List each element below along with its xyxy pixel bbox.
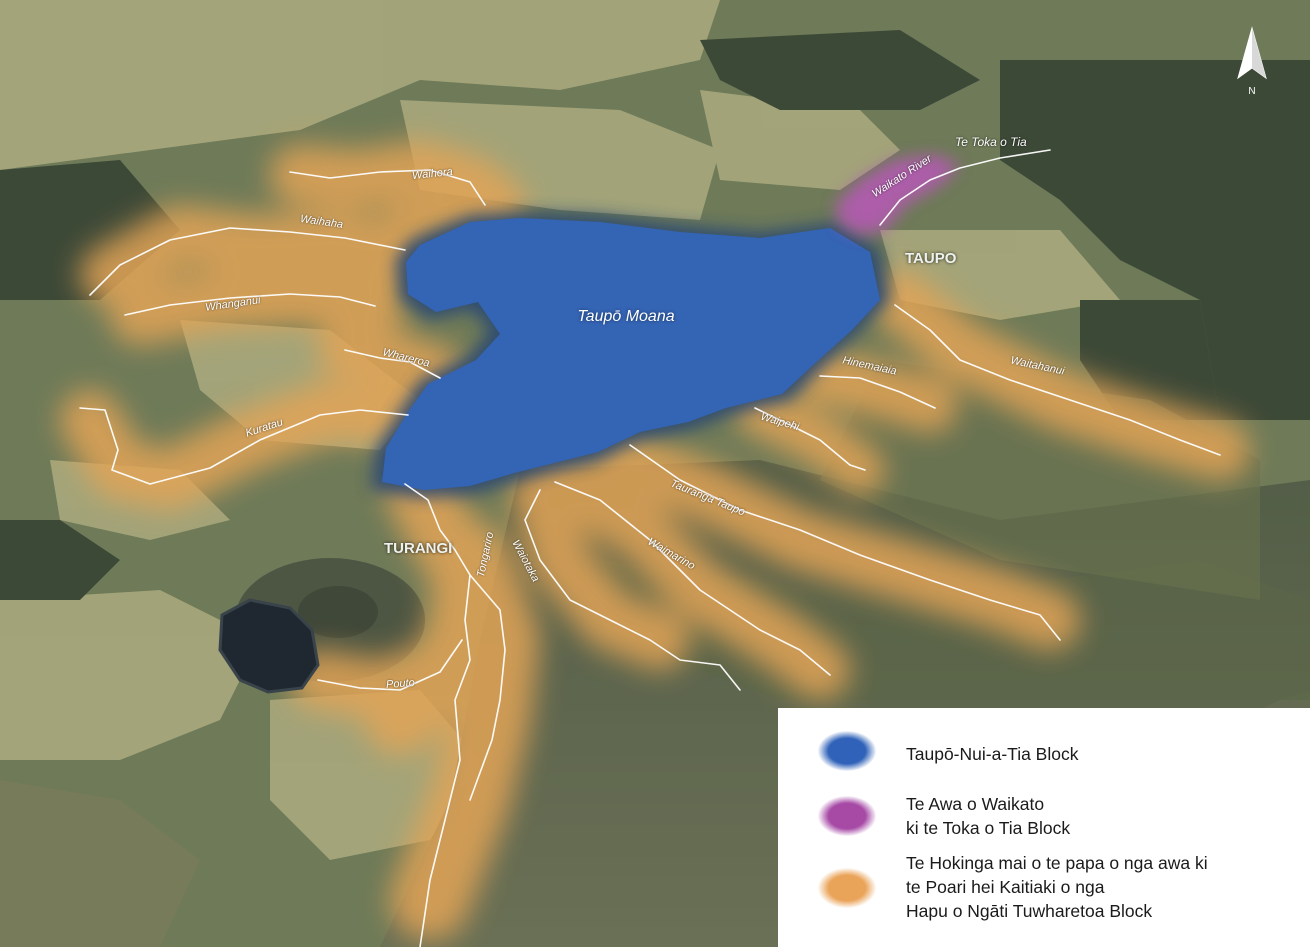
river-line-waihaha (89, 227, 406, 296)
legend-swatch-orange (818, 868, 876, 908)
river-line-waipehi (754, 407, 866, 471)
legend-line: Te Hokinga mai o te papa o nga awa ki (906, 853, 1208, 873)
legend-swatch-blue (818, 731, 876, 771)
legend-text-2: Te Awa o Waikato ki te Toka o Tia Block (906, 792, 1070, 840)
north-label: N (1248, 86, 1255, 97)
waikato-block (835, 155, 960, 235)
legend-line: te Poari hei Kaitiaki o nga (906, 877, 1105, 897)
town-label-turangi: TURANGI (384, 540, 453, 557)
map-legend: Taupō-Nui-a-Tia Block Te Awa o Waikato k… (778, 708, 1310, 947)
river-line-waimarino (554, 481, 831, 676)
legend-line: Te Awa o Waikato (906, 794, 1045, 814)
north-arrow-icon: N (1237, 26, 1267, 97)
forest-areas (0, 30, 1310, 600)
river-line-whareroa (344, 349, 441, 379)
place-label-te-toka-o-tia: Te Toka o Tia (955, 135, 1027, 149)
legend-swatch-purple (818, 796, 876, 836)
river-line-pouto (317, 639, 463, 691)
river-line-tongariro-2 (469, 574, 506, 801)
legend-line: ki te Toka o Tia Block (906, 818, 1071, 838)
river-line-kuratau (79, 407, 409, 485)
legend-line: Taupō-Nui-a-Tia Block (906, 744, 1079, 764)
legend-line: Hapu o Ngāti Tuwharetoa Block (906, 901, 1153, 921)
lake-label: Taupō Moana (577, 308, 674, 325)
river-line-waiotaka (524, 489, 741, 691)
river-lines (79, 149, 1221, 947)
legend-text-3: Te Hokinga mai o te papa o nga awa ki te… (906, 851, 1208, 923)
river-label-pouto: Pouto (385, 677, 416, 691)
river-line-waitahanui (894, 304, 1221, 456)
town-label-taupo: TAUPO (905, 250, 957, 267)
river-corridor-block (60, 140, 1250, 940)
river-line-waihora (289, 169, 486, 206)
river-line-hinemaiaia (819, 375, 936, 409)
lake-taupo (382, 218, 880, 490)
legend-text-1: Taupō-Nui-a-Tia Block (906, 742, 1078, 766)
river-line-tongariro (404, 483, 471, 947)
lake-rotoaira (218, 598, 320, 694)
river-line-tauranga-taupo (629, 444, 1061, 641)
volcano-area (0, 558, 425, 947)
river-line-whanganui (124, 293, 376, 316)
river-line-waikato (879, 149, 1051, 226)
